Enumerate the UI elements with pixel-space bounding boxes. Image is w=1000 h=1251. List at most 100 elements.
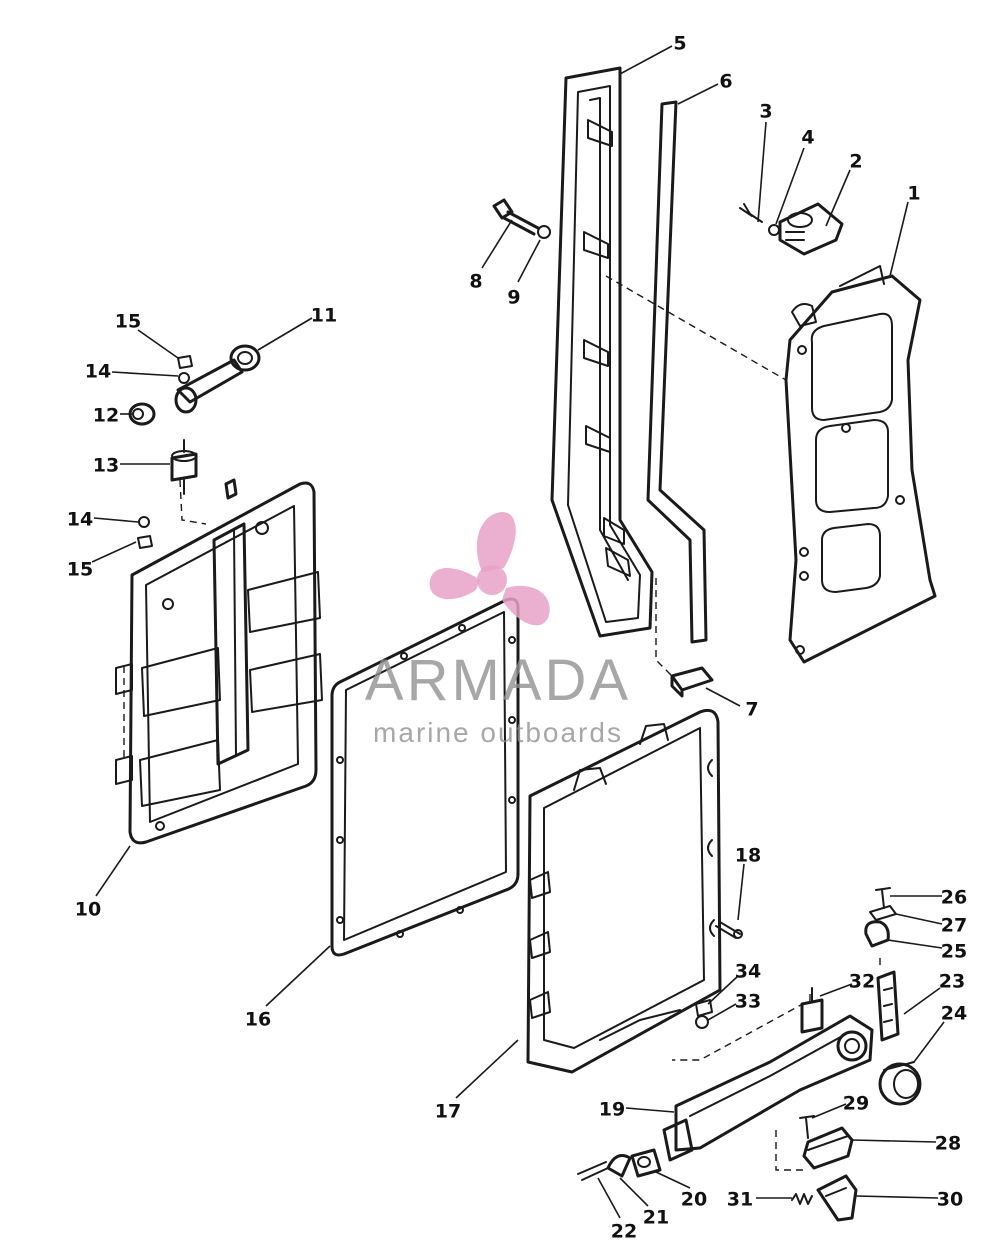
leader-line-9 (517, 239, 541, 283)
part-22-screw (577, 1161, 609, 1181)
callout-29: 29 (843, 1093, 869, 1115)
leader-line-14a (111, 371, 179, 377)
part-6-strip (646, 100, 708, 644)
leader-line-34 (707, 975, 739, 1005)
callout-22: 22 (611, 1221, 637, 1243)
part-24-bushing (878, 1061, 922, 1106)
leader-line-33 (707, 1003, 737, 1021)
callout-28: 28 (935, 1133, 961, 1155)
leader-line-4 (775, 147, 805, 225)
leader-line-11 (257, 317, 313, 351)
leader-line-14b (93, 517, 139, 523)
part-10-cover (115, 478, 323, 845)
callout-15b: 15 (67, 559, 93, 581)
part-7-block (670, 666, 714, 698)
leader-line-5 (619, 45, 673, 75)
leader-line-8 (481, 219, 513, 269)
part-13-mount (170, 439, 198, 495)
callout-20: 20 (681, 1189, 707, 1211)
part-2-bracket (778, 202, 844, 256)
part-27-plate (869, 905, 897, 921)
part-28-switch (802, 1126, 854, 1170)
callout-33: 33 (735, 991, 761, 1013)
callout-14b: 14 (67, 509, 93, 531)
leader-line-17 (455, 1039, 519, 1099)
leader-line-6 (677, 83, 719, 105)
callout-8: 8 (469, 271, 482, 293)
part-8-bolt (492, 198, 540, 236)
callout-12: 12 (93, 405, 119, 427)
callout-13: 13 (93, 455, 119, 477)
leader-line-18 (737, 863, 745, 921)
part-14-washer-bottom (138, 516, 150, 528)
part-17-housing (526, 708, 722, 1074)
part-33-washer (695, 1015, 709, 1029)
leader-line-32 (819, 983, 853, 997)
leader-line-22 (597, 1177, 621, 1219)
part-29-screw (799, 1115, 815, 1139)
part-19-linkage-arm (662, 1014, 874, 1162)
part-18-screw (715, 921, 743, 939)
callout-34: 34 (735, 961, 761, 983)
watermark-brand: ARMADA (365, 648, 631, 713)
callout-7: 7 (745, 699, 758, 721)
callout-1: 1 (907, 183, 920, 205)
callout-11: 11 (311, 305, 337, 327)
part-1-plate (784, 265, 937, 664)
part-34-nut (695, 999, 713, 1017)
leader-line-20 (655, 1171, 691, 1189)
callout-30: 30 (937, 1189, 963, 1211)
callout-4: 4 (801, 127, 814, 149)
part-12-grommet (128, 402, 156, 426)
callout-10: 10 (75, 899, 101, 921)
leader-line-2 (825, 169, 851, 227)
part-5-channel (550, 66, 654, 638)
part-26-screw (875, 887, 891, 909)
callout-labels: 1234567891011121314151415161718192021222… (67, 33, 967, 1243)
part-15-nut-top (177, 355, 193, 369)
callout-19: 19 (599, 1099, 625, 1121)
callout-21: 21 (643, 1207, 669, 1229)
leader-line-15b (91, 541, 137, 563)
watermark-tagline: marine outboards (373, 717, 623, 748)
part-21-clip (606, 1154, 632, 1178)
part-15-nut-bottom (137, 535, 153, 549)
part-14-washer-top (178, 372, 190, 384)
leader-line-28 (851, 1139, 937, 1143)
callout-6: 6 (719, 71, 732, 93)
leader-line-1 (889, 201, 909, 277)
callout-26: 26 (941, 887, 967, 909)
leader-line-19 (625, 1107, 675, 1113)
watermark: ARMADA marine outboards (365, 512, 631, 748)
callout-15a: 15 (115, 311, 141, 333)
part-32-stud (800, 987, 824, 1034)
callout-3: 3 (759, 101, 772, 123)
callout-16: 16 (245, 1009, 271, 1031)
leader-line-27 (895, 913, 943, 925)
leader-line-29 (811, 1103, 847, 1119)
leader-line-23 (903, 987, 941, 1015)
callout-23: 23 (939, 971, 965, 993)
leader-line-7 (705, 687, 741, 707)
propeller-logo-icon (429, 512, 550, 626)
callout-14a: 14 (85, 361, 111, 383)
part-20-grommet (630, 1148, 662, 1178)
part-31-spring (791, 1193, 813, 1205)
callout-18: 18 (735, 845, 761, 867)
callout-27: 27 (941, 915, 967, 937)
callout-24: 24 (941, 1003, 967, 1025)
part-4-washer (768, 224, 780, 236)
leader-line-24 (913, 1021, 945, 1063)
callout-31: 31 (727, 1189, 753, 1211)
leader-line-15a (137, 329, 179, 359)
part-23-block (876, 970, 900, 1042)
leader-line-16 (265, 945, 331, 1007)
part-11-bracket-arm (174, 344, 261, 414)
callout-2: 2 (849, 151, 862, 173)
callout-32: 32 (849, 971, 875, 993)
callout-17: 17 (435, 1101, 461, 1123)
part-30-lever (816, 1174, 858, 1222)
part-25-clamp (864, 920, 890, 948)
